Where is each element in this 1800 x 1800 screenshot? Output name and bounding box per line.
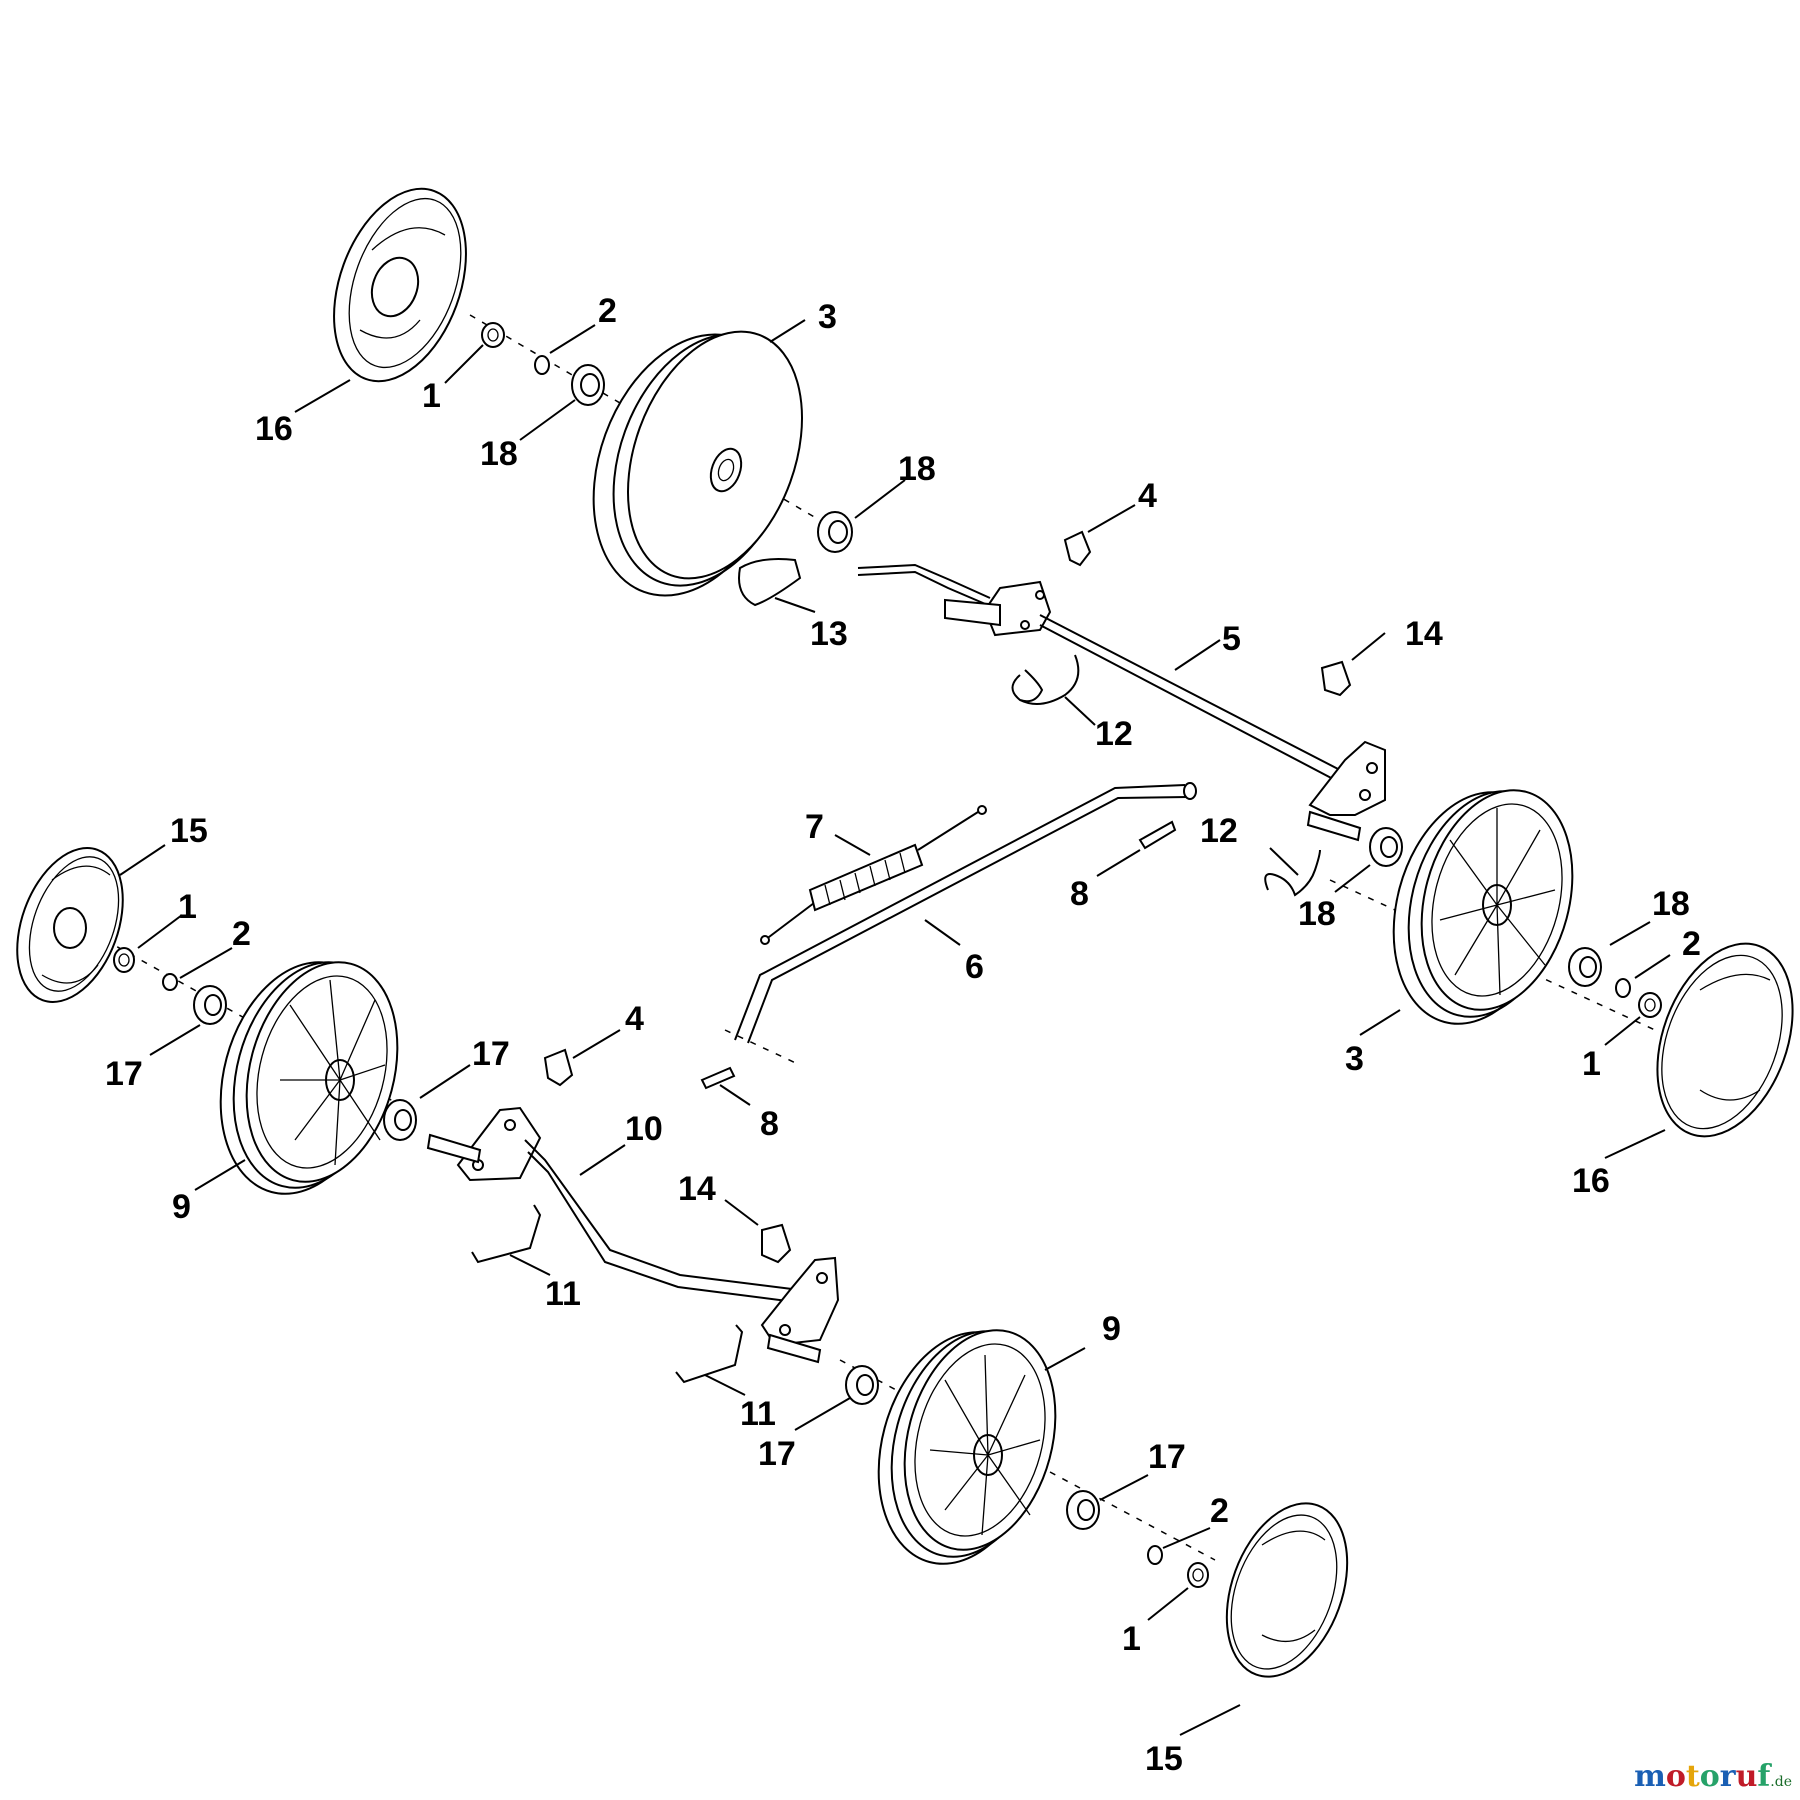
callout-label: 4 [1138,477,1157,515]
callout-label: 2 [232,915,251,953]
callout-label: 3 [818,298,837,336]
watermark-letter: o [1699,1759,1720,1794]
nut-part-1-top [481,322,505,348]
callout-label: 12 [1200,812,1238,850]
hubcap-part-15-bottom [1225,1502,1349,1678]
callout-label: 8 [1070,875,1089,913]
axle-part-5 [1039,614,1386,842]
callout-label: 1 [178,888,197,926]
callout-label: 17 [1148,1438,1186,1476]
pin-part-8-bottom [700,1066,736,1090]
callout-label: 3 [1345,1040,1364,1078]
callout-label: 9 [172,1188,191,1226]
callout-label: 4 [625,1000,644,1038]
callout-label: 11 [740,1395,776,1433]
bearing-part-17-lower-a [845,1365,879,1405]
callout-label: 2 [1682,925,1701,963]
callout-label: 2 [598,292,617,330]
bearing-part-18-right-b [1568,947,1602,987]
callout-label: 1 [422,377,441,415]
callout-label: 2 [1210,1492,1229,1530]
bearing-part-18-right-a [1369,827,1403,867]
callout-label: 16 [1572,1162,1610,1200]
clip-part-4-lower [543,1048,574,1087]
leader-lines [119,319,1671,1736]
bearing-part-17-left-b [383,1099,417,1141]
callout-label: 6 [965,948,984,986]
callout-label: 15 [170,812,208,850]
nut-part-1-lower [1187,1562,1209,1588]
callout-label: 13 [810,615,848,653]
callout-label: 1 [1582,1045,1601,1083]
clip-part-4-top [1063,530,1092,567]
callout-label: 18 [1298,895,1336,933]
spring-part-12-right [1264,849,1321,897]
callout-label: 8 [760,1105,779,1143]
washer-part-2-top [534,355,550,375]
callout-label: 12 [1095,715,1133,753]
callout-label: 1 [1122,1620,1141,1658]
spring-part-11-lower [675,1324,744,1384]
bearing-part-17-left-a [193,985,227,1025]
callout-label: 5 [1222,620,1241,658]
rod-part-6 [734,782,1197,1044]
axis-line-right [1329,879,1656,1031]
wheel-part-9-bottom [877,1329,1057,1565]
watermark-letter: f [1757,1759,1771,1794]
callout-label: 18 [1652,885,1690,923]
bearing-part-18-top-a [571,364,605,406]
washer-part-2-lower [1147,1545,1163,1565]
wheel-part-3-top [592,330,803,597]
nut-part-1-right [1638,992,1662,1018]
wheel-part-3-right [1392,789,1574,1025]
hubcap-part-16-top [333,187,467,383]
callout-label: 18 [480,435,518,473]
bearing-part-18-top-b [817,511,853,553]
callout-label: 18 [898,450,936,488]
spring-part-11-upper [471,1204,542,1264]
watermark-letter: o [1665,1759,1686,1794]
axis-line-top [469,314,846,536]
callout-label: 11 [545,1275,581,1313]
knob-part-13 [738,558,802,607]
watermark-letter: m [1634,1759,1666,1794]
pin-part-8-top [1138,820,1177,850]
bearing-part-17-lower-b [1066,1490,1100,1530]
watermark-suffix: .de [1770,1774,1792,1790]
watermark-logo: motoruf.de [1634,1759,1792,1794]
callout-label: 14 [678,1170,716,1208]
callout-label: 17 [472,1035,510,1073]
watermark-letter: u [1735,1759,1758,1794]
callout-label: 14 [1405,615,1443,653]
wheel-part-9-left [219,961,399,1195]
clip-part-14-lower [761,1223,792,1264]
callout-label: 17 [105,1055,143,1093]
clip-part-14-top [1320,660,1352,697]
height-lever-top [857,563,1052,637]
callout-label: 17 [758,1435,796,1473]
spring-part-7 [760,805,987,945]
washer-part-2-left [162,973,178,991]
hubcap-part-15-left [16,847,124,1003]
callout-label: 15 [1145,1740,1183,1778]
spring-part-12-top [1011,654,1080,705]
callout-label: 7 [805,808,824,846]
watermark-letter: t [1685,1759,1700,1794]
callout-label: 10 [625,1110,663,1148]
washer-part-2-right [1615,978,1631,998]
watermark-text: motoruf [1634,1759,1770,1794]
watermark-letter: r [1719,1759,1736,1794]
callouts: 16 1 2 18 3 18 4 13 5 12 14 7 12 8 18 6 … [105,292,1701,1778]
callout-label: 9 [1102,1310,1121,1348]
callout-label: 16 [255,410,293,448]
nut-part-1-left [113,947,135,973]
hubcap-part-16-right [1656,942,1794,1138]
axle-part-10 [426,1106,840,1364]
